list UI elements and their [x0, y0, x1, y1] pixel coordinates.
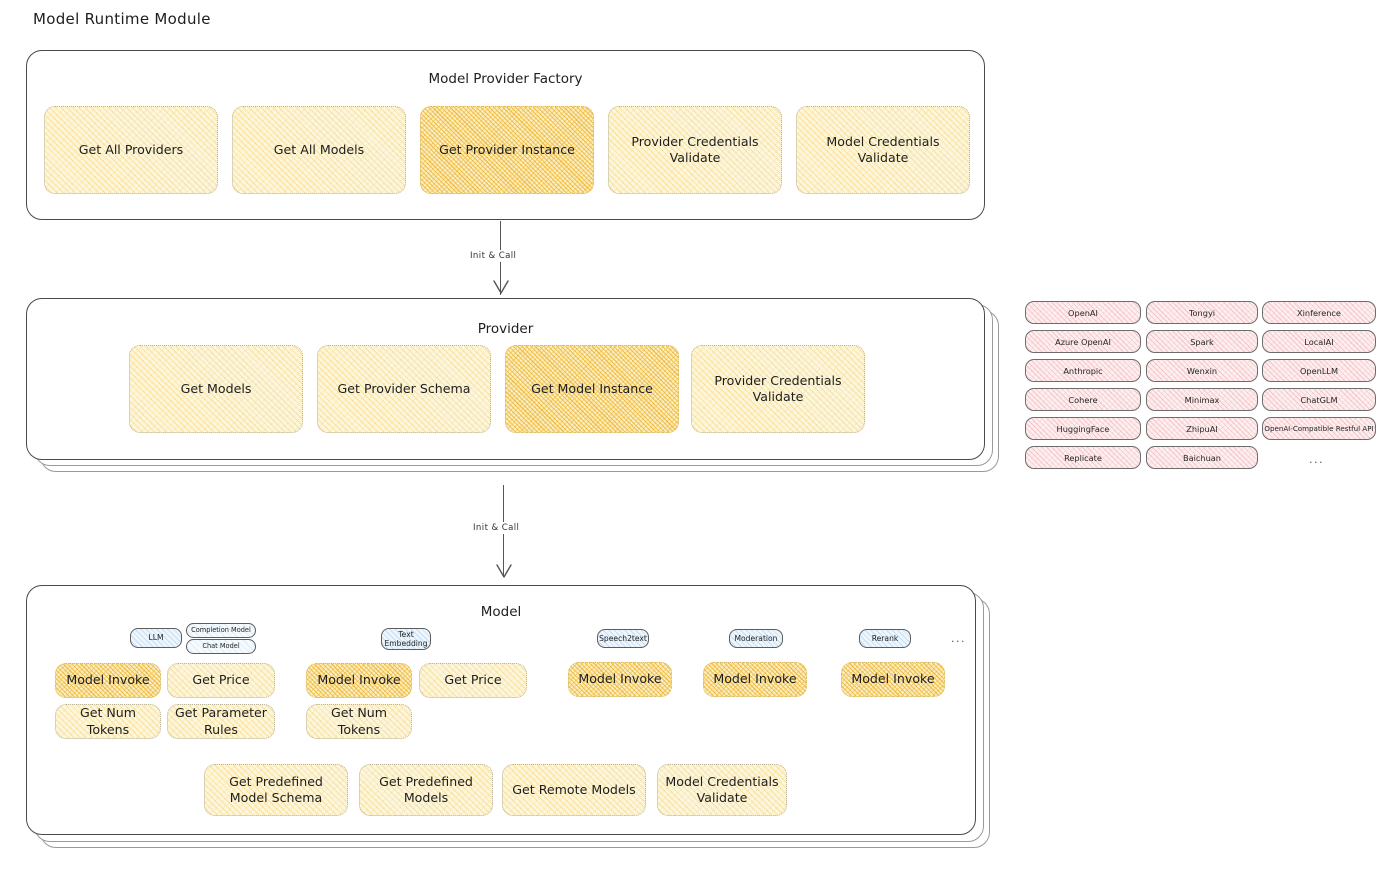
model-type-tag-speech2text[interactable]: Speech2text [597, 629, 649, 648]
provider-pill-replicate[interactable]: Replicate [1025, 446, 1141, 469]
provider-pill-spark[interactable]: Spark [1146, 330, 1258, 353]
provider-pill-baichuan[interactable]: Baichuan [1146, 446, 1258, 469]
model-chip-get-predefined-model-schema[interactable]: Get Predefined Model Schema [204, 764, 348, 816]
factory-chip-get-all-providers[interactable]: Get All Providers [44, 106, 218, 194]
model-provider-factory-title: Model Provider Factory [428, 71, 583, 87]
llm-chip-model-invoke[interactable]: Model Invoke [55, 663, 161, 698]
model-type-tag-rerank[interactable]: Rerank [859, 629, 911, 648]
page-title: Model Runtime Module [33, 10, 211, 28]
llm-chip-get-num-tokens[interactable]: Get Num Tokens [55, 704, 161, 739]
provider-chip-provider-credentials-validate[interactable]: Provider Credentials Validate [691, 345, 865, 433]
provider-list-more: ... [1309, 453, 1324, 466]
llm-chip-get-price[interactable]: Get Price [167, 663, 275, 698]
text-embedding-chip-model-invoke[interactable]: Model Invoke [306, 663, 412, 698]
text-embedding-chip-get-num-tokens[interactable]: Get Num Tokens [306, 704, 412, 739]
arrow-provider-to-model-label: Init & Call [469, 522, 524, 534]
factory-chip-get-provider-instance[interactable]: Get Provider Instance [420, 106, 594, 194]
model-types-more: ... [951, 632, 966, 645]
provider-pill-azure-openai[interactable]: Azure OpenAI [1025, 330, 1141, 353]
factory-chip-provider-credentials-validate[interactable]: Provider Credentials Validate [608, 106, 782, 194]
provider-pill-anthropic[interactable]: Anthropic [1025, 359, 1141, 382]
speech2text-chip-model-invoke[interactable]: Model Invoke [568, 662, 672, 697]
model-chip-get-remote-models[interactable]: Get Remote Models [502, 764, 646, 816]
provider-pill-tongyi[interactable]: Tongyi [1146, 301, 1258, 324]
provider-chip-get-provider-schema[interactable]: Get Provider Schema [317, 345, 491, 433]
provider-pill-openai-compatible-restful-api[interactable]: OpenAI-Compatible Restful API [1262, 417, 1376, 440]
model-type-tag-text-embedding[interactable]: Text Embedding [381, 628, 431, 650]
provider-pill-openai[interactable]: OpenAI [1025, 301, 1141, 324]
provider-pill-chatglm[interactable]: ChatGLM [1262, 388, 1376, 411]
provider-pill-localai[interactable]: LocalAI [1262, 330, 1376, 353]
model-title: Model [480, 604, 522, 620]
model-chip-get-predefined-models[interactable]: Get Predefined Models [359, 764, 493, 816]
provider-pill-minimax[interactable]: Minimax [1146, 388, 1258, 411]
provider-pill-wenxin[interactable]: Wenxin [1146, 359, 1258, 382]
provider-pill-cohere[interactable]: Cohere [1025, 388, 1141, 411]
provider-pill-xinference[interactable]: Xinference [1262, 301, 1376, 324]
rerank-chip-model-invoke[interactable]: Model Invoke [841, 662, 945, 697]
factory-chip-get-all-models[interactable]: Get All Models [232, 106, 406, 194]
moderation-chip-model-invoke[interactable]: Model Invoke [703, 662, 807, 697]
provider-title: Provider [477, 321, 534, 337]
arrow-factory-to-provider-head [493, 280, 509, 294]
provider-pill-zhipuai[interactable]: ZhipuAI [1146, 417, 1258, 440]
llm-chip-get-parameter-rules[interactable]: Get Parameter Rules [167, 704, 275, 739]
provider-pill-huggingface[interactable]: HuggingFace [1025, 417, 1141, 440]
text-embedding-chip-get-price[interactable]: Get Price [419, 663, 527, 698]
arrow-provider-to-model-head [496, 564, 512, 578]
model-subtag-chat-model[interactable]: Chat Model [186, 639, 256, 654]
model-type-tag-llm[interactable]: LLM [130, 628, 182, 648]
model-subtag-completion-model[interactable]: Completion Model [186, 623, 256, 638]
factory-chip-model-credentials-validate[interactable]: Model Credentials Validate [796, 106, 970, 194]
provider-pill-openllm[interactable]: OpenLLM [1262, 359, 1376, 382]
arrow-factory-to-provider-label: Init & Call [466, 250, 521, 262]
model-chip-model-credentials-validate[interactable]: Model Credentials Validate [657, 764, 787, 816]
provider-chip-get-models[interactable]: Get Models [129, 345, 303, 433]
provider-chip-get-model-instance[interactable]: Get Model Instance [505, 345, 679, 433]
model-type-tag-moderation[interactable]: Moderation [729, 629, 783, 648]
